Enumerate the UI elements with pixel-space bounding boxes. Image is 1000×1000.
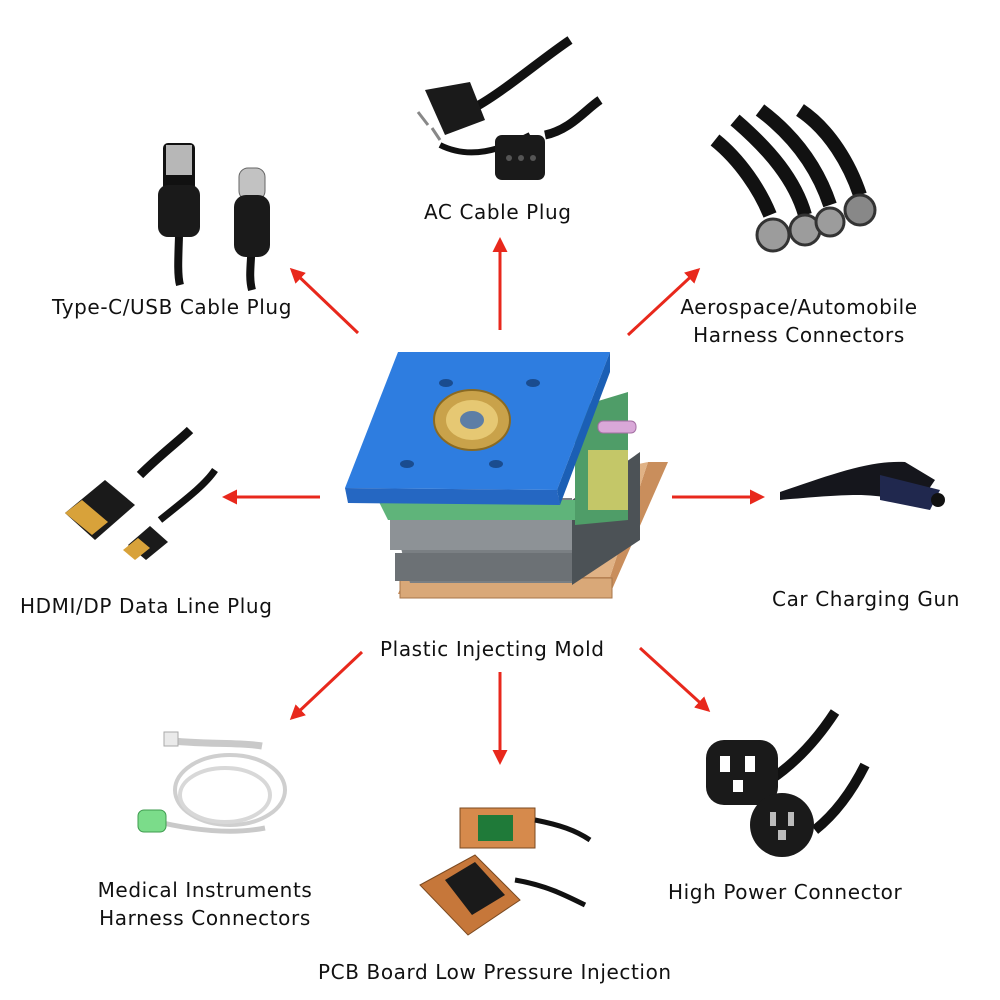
label-ac-plug: AC Cable Plug [424, 200, 572, 224]
label-type-c: Type-C/USB Cable Plug [52, 295, 292, 319]
label-medical-line1: Medical Instruments [97, 878, 313, 902]
type-c-usb-illustration [158, 143, 270, 292]
arrow-to-aerospace [626, 267, 701, 337]
label-medical-line2: Harness Connectors [99, 906, 311, 930]
ac-plug-illustration [416, 36, 603, 180]
high-power-connector-illustration [706, 709, 870, 857]
arrow-to-high-power [638, 646, 711, 713]
label-center-mold: Plastic Injecting Mold [380, 637, 605, 661]
label-aerospace: Aerospace/Automobile Harness Connectors [668, 293, 930, 349]
car-charging-gun-illustration [780, 461, 945, 510]
hdmi-illustration [65, 426, 218, 560]
mold-illustration [345, 352, 668, 599]
arrow-to-type-c [289, 267, 360, 335]
pcb-illustration [419, 807, 592, 936]
arrows [222, 237, 765, 765]
label-aerospace-line2: Harness Connectors [693, 323, 905, 347]
medical-harness-illustration [137, 731, 287, 834]
label-hdmi: HDMI/DP Data Line Plug [20, 594, 273, 618]
label-medical: Medical Instruments Harness Connectors [76, 876, 334, 932]
aerospace-connectors-illustration [710, 104, 877, 253]
label-car-gun: Car Charging Gun [772, 587, 960, 611]
label-high-power: High Power Connector [668, 880, 903, 904]
label-pcb: PCB Board Low Pressure Injection [318, 960, 672, 984]
label-aerospace-line1: Aerospace/Automobile [680, 295, 918, 319]
arrow-to-medical [289, 650, 364, 721]
